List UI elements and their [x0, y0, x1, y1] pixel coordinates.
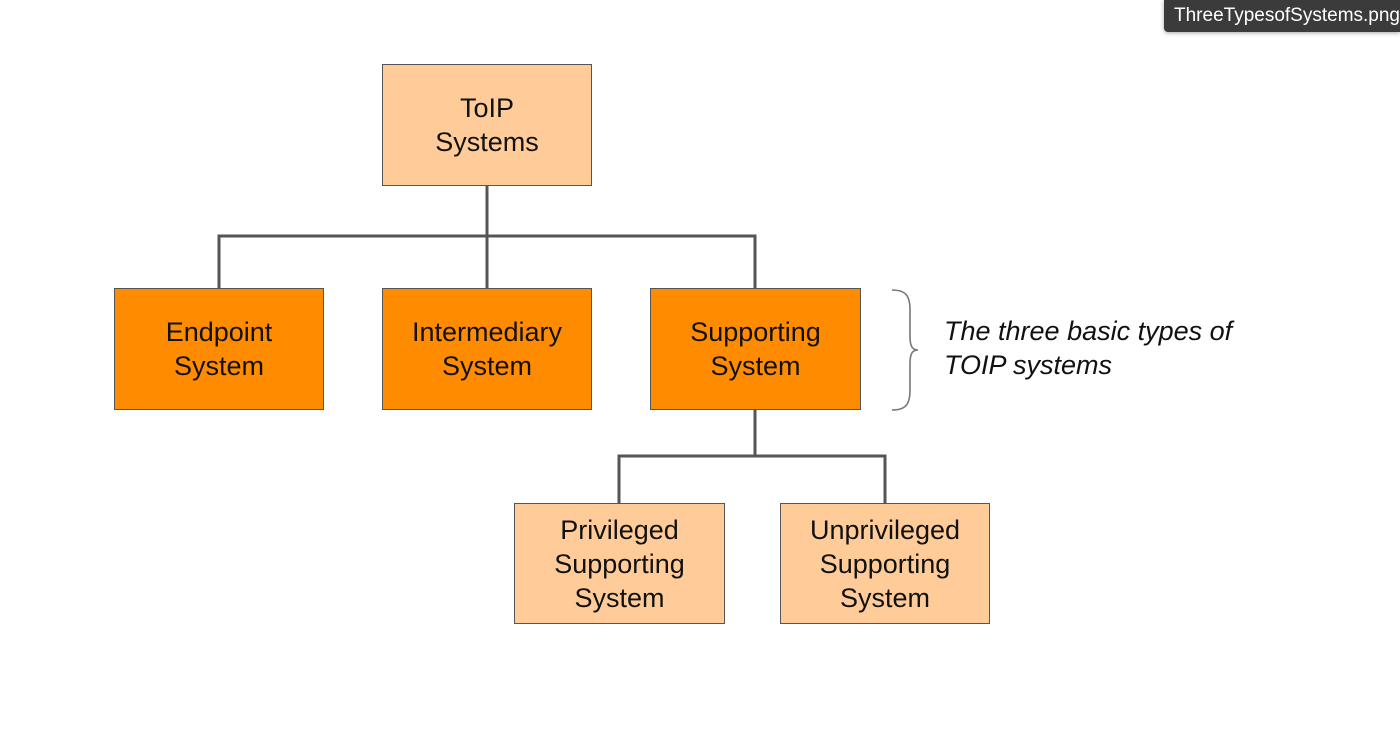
curly-brace-icon — [891, 289, 919, 411]
endpoint-system-node: Endpoint System — [114, 288, 324, 410]
supporting-system-node: Supporting System — [650, 288, 861, 410]
unprivileged-supporting-system-node: Unprivileged Supporting System — [780, 503, 990, 624]
toip-systems-node: ToIP Systems — [382, 64, 592, 186]
diagram-annotation: The three basic types of TOIP systems — [944, 316, 1233, 380]
filename-tooltip: ThreeTypesofSystems.png — [1164, 0, 1400, 32]
privileged-supporting-system-node: Privileged Supporting System — [514, 503, 725, 624]
intermediary-system-node: Intermediary System — [382, 288, 592, 410]
